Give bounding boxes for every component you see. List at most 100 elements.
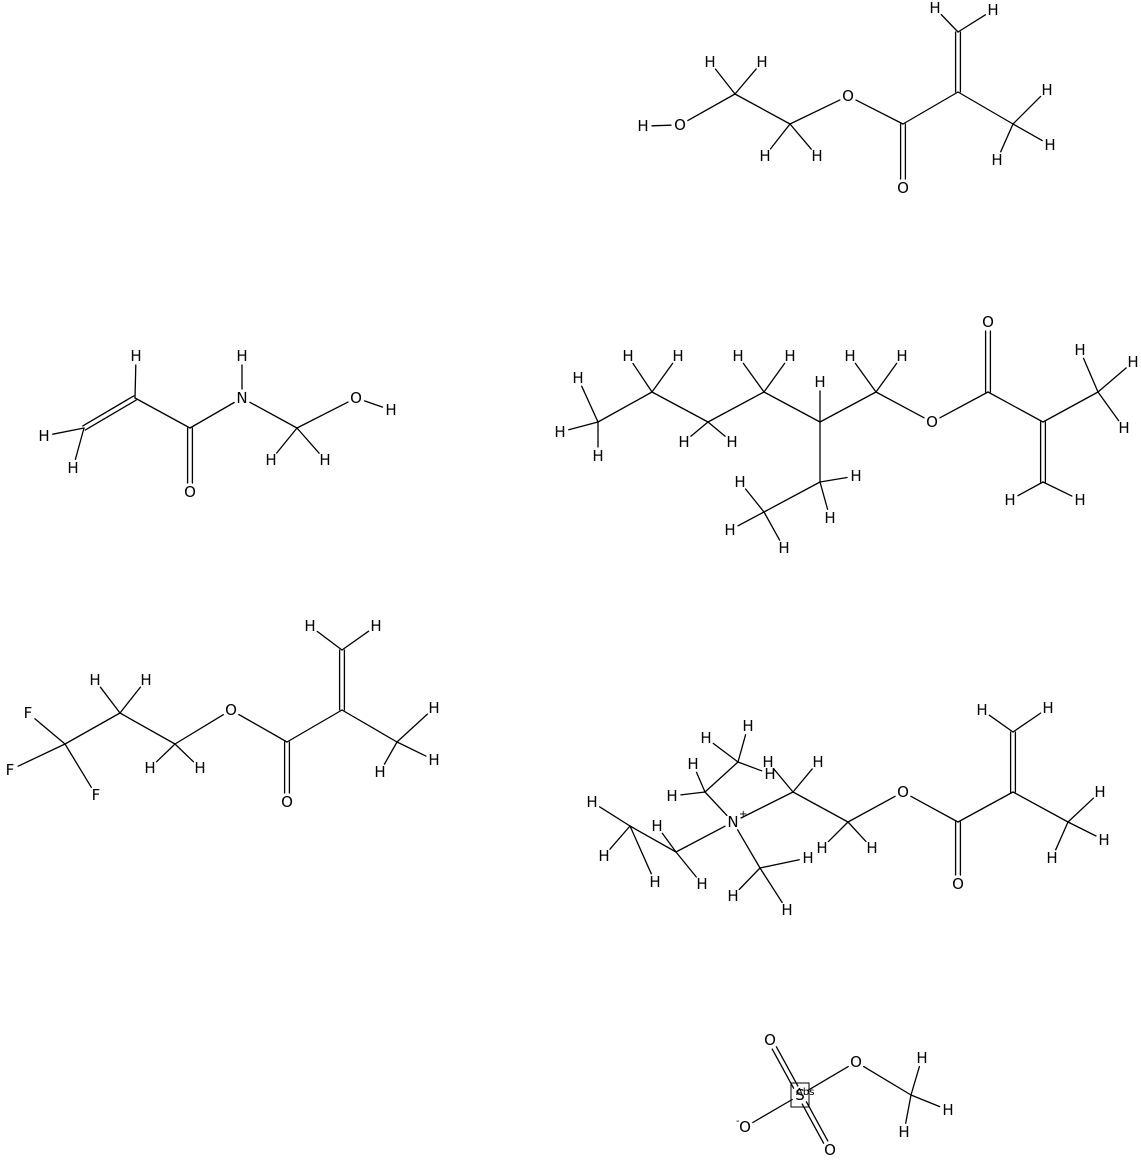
trifluoropropyl-methacrylate-atom-H6a: H xyxy=(304,617,315,635)
trifluoropropyl-methacrylate-atom-H3b: H xyxy=(194,759,205,777)
hydroxyethyl-methacrylate-bond-C6-H6a xyxy=(1012,95,1042,125)
methacryloyloxyethyl-diethylmethylammonium-bond-Ce-He2 xyxy=(759,867,783,904)
hydroxyethyl-methacrylate-atom-HO: H xyxy=(637,117,648,135)
methacryloyloxyethyl-diethylmethylammonium-atom-Hf2: H xyxy=(812,753,823,771)
trifluoropropyl-methacrylate-bond-C6-H6b xyxy=(341,630,370,651)
ethylhexyl-methacrylate-bond-C12-H12c xyxy=(763,511,781,541)
ethylhexyl-methacrylate-atom-H4b: H xyxy=(784,347,795,365)
trifluoropropyl-methacrylate-bond-C2-H2a xyxy=(99,686,121,714)
trifluoropropyl-methacrylate-atom-H6b: H xyxy=(370,617,381,635)
hydroxyethyl-methacrylate-bond-C2-H2b xyxy=(789,123,812,150)
hydroxyethyl-methacrylate-bond-C5-H5b xyxy=(957,14,987,33)
methyl-sulfate-bond-C1-H1b xyxy=(910,1094,941,1108)
ethylhexyl-methacrylate-atom-H12a: H xyxy=(724,521,735,539)
trifluoropropyl-methacrylate-bond-C7-H7c xyxy=(383,741,398,765)
ethylhexyl-methacrylate-atom-H3a: H xyxy=(678,433,689,451)
trifluoropropyl-methacrylate-bond-C3-H3a xyxy=(155,743,176,763)
methacryloyloxyethyl-diethylmethylammonium-atom-O1: O xyxy=(897,783,909,801)
methacryloyloxyethyl-diethylmethylammonium-atom-H10b: H xyxy=(1042,699,1053,717)
ethylhexyl-methacrylate-atom-H11b: H xyxy=(824,509,835,527)
methacryloyloxyethyl-diethylmethylammonium-bond-N1-Ce xyxy=(736,829,761,869)
methacryloyloxyethyl-diethylmethylammonium-atom-Hg1: H xyxy=(816,839,827,857)
methyl-sulfate-atom-O3: O xyxy=(739,1118,751,1136)
hydroxyethyl-methacrylate-bond-C6-H6b xyxy=(1012,123,1043,142)
methacryloyloxyethyl-diethylmethylammonium-bond-C10-H10b xyxy=(1012,712,1042,733)
methacryloyloxyethyl-diethylmethylammonium-bond-Cb-Hb3 xyxy=(737,761,763,772)
n-methylol-acrylamide-bond-C2-C3 xyxy=(134,397,191,429)
trifluoropropyl-methacrylate-bond-C5-C7 xyxy=(341,709,398,743)
methacryloyloxyethyl-diethylmethylammonium-bond-N1-Cc xyxy=(675,825,726,853)
methacryloyloxyethyl-diethylmethylammonium-atom-Hd3: H xyxy=(649,873,660,891)
trifluoropropyl-methacrylate-bond-C1-C2 xyxy=(64,712,121,745)
ethylhexyl-methacrylate-bond-C11-H11a xyxy=(819,476,848,483)
ethylhexyl-methacrylate-bond-C2-C3 xyxy=(651,391,709,423)
hydroxyethyl-methacrylate-atom-H5a: H xyxy=(929,0,940,17)
methacryloyloxyethyl-diethylmethylammonium-bond-Cd-Hd2 xyxy=(609,825,631,850)
methacryloyloxyethyl-diethylmethylammonium-bond-Cg-Hg1 xyxy=(827,821,849,843)
methacryloyloxyethyl-diethylmethylammonium-atom-Hb1: H xyxy=(700,729,711,747)
ethylhexyl-methacrylate-atom-H10c: H xyxy=(1118,419,1129,437)
ethylhexyl-methacrylate-bond-C12-H12b xyxy=(744,488,765,513)
methacryloyloxyethyl-diethylmethylammonium-atom-H11b: H xyxy=(1098,831,1109,849)
methacryloyloxyethyl-diethylmethylammonium-bond-Cf-Hf2 xyxy=(792,768,813,793)
methacryloyloxyethyl-diethylmethylammonium-atom-He3: H xyxy=(802,849,813,867)
methacryloyloxyethyl-diethylmethylammonium-atom-Hd1: H xyxy=(586,793,597,811)
ethylhexyl-methacrylate-bond-C1-H1a xyxy=(581,385,599,423)
ethylhexyl-methacrylate-bond-O1-C7 xyxy=(939,391,989,419)
methyl-sulfate-atom-O2: O xyxy=(824,1141,836,1159)
trifluoropropyl-methacrylate-bond-C7-H7b xyxy=(396,741,427,757)
methacryloyloxyethyl-diethylmethylammonium-atom-Ha2: H xyxy=(687,755,698,773)
ethylhexyl-methacrylate-atom-H9a: H xyxy=(1004,491,1015,509)
ethylhexyl-methacrylate-atom-H4a: H xyxy=(732,347,743,365)
trifluoropropyl-methacrylate-bond-O1-C4 xyxy=(238,713,288,743)
methacryloyloxyethyl-diethylmethylammonium-bond-C11-H11c xyxy=(1055,821,1069,851)
methyl-sulfate-atom-H1b: H xyxy=(942,1101,953,1119)
methacryloyloxyethyl-diethylmethylammonium-bond-Cg-O1 xyxy=(847,795,896,823)
trifluoropropyl-methacrylate-atom-H7c: H xyxy=(374,763,385,781)
methacryloyloxyethyl-diethylmethylammonium-bond-C8-C9 xyxy=(957,791,1014,823)
hydroxyethyl-methacrylate-bond-C1-H1a xyxy=(714,68,736,95)
methacryloyloxyethyl-diethylmethylammonium-bond-C11-H11b xyxy=(1067,821,1097,837)
methacryloyloxyethyl-diethylmethylammonium-atom-Hb2: H xyxy=(742,717,753,735)
ethylhexyl-methacrylate-bond-C3-C4 xyxy=(707,391,765,423)
n-methylol-acrylamide-atom-HO: H xyxy=(385,401,396,419)
methyl-sulfate-bond-S1-O1-line1 xyxy=(771,1048,795,1089)
methacryloyloxyethyl-diethylmethylammonium-bond-Ce-He3 xyxy=(759,859,800,869)
hydroxyethyl-methacrylate-atom-H1a: H xyxy=(704,53,715,71)
n-methylol-acrylamide-atom-H3: H xyxy=(130,347,141,365)
ethylhexyl-methacrylate-bond-C8-C10 xyxy=(1042,391,1099,423)
ethylhexyl-methacrylate-bond-C2-H2b xyxy=(651,362,674,393)
ethylhexyl-methacrylate-bond-C9-H9b xyxy=(1042,481,1073,497)
ethylhexyl-methacrylate-bond-C12-H12a xyxy=(737,511,765,527)
ethylhexyl-methacrylate-bond-C1-H1b xyxy=(568,421,599,431)
trifluoropropyl-methacrylate-atom-H7b: H xyxy=(428,751,439,769)
n-methylol-acrylamide-bond-C4-O2 xyxy=(296,401,349,429)
ethylhexyl-methacrylate-bond-C10-H10a xyxy=(1082,357,1099,393)
hydroxyethyl-methacrylate-bond-C6-H6c xyxy=(1000,123,1014,153)
hydroxyethyl-methacrylate-atom-H6a: H xyxy=(1041,81,1052,99)
n-methylol-acrylamide-atom-O1: O xyxy=(184,483,196,501)
hydroxyethyl-methacrylate-atom-H2b: H xyxy=(811,147,822,165)
methacryloyloxyethyl-diethylmethylammonium-bond-Ce-He1 xyxy=(738,867,761,891)
methacryloyloxyethyl-diethylmethylammonium-bond-O1-C8 xyxy=(910,795,959,823)
hydroxyethyl-methacrylate-bond-C2-O2 xyxy=(789,99,841,125)
methyl-sulfate-stereo-abs-box xyxy=(790,1082,810,1108)
hydroxyethyl-methacrylate-bond-C5-H5a xyxy=(940,13,959,33)
ethylhexyl-methacrylate-atom-H11a: H xyxy=(850,467,861,485)
methacryloyloxyethyl-diethylmethylammonium-bond-Cc-Hc2 xyxy=(675,851,697,878)
methacryloyloxyethyl-diethylmethylammonium-atom-Ha1: H xyxy=(666,787,677,805)
methyl-sulfate-bond-O4-C1 xyxy=(863,1065,912,1096)
n-methylol-acrylamide-bond-C4-H4b xyxy=(296,427,320,454)
methacryloyloxyethyl-diethylmethylammonium-atom-H11a: H xyxy=(1094,783,1105,801)
methacryloyloxyethyl-diethylmethylammonium-bond-Cf-Hf1 xyxy=(773,768,794,793)
ethylhexyl-methacrylate-bond-C10-H10b xyxy=(1097,367,1127,393)
methacryloyloxyethyl-diethylmethylammonium-atom-H10a: H xyxy=(976,701,987,719)
methacryloyloxyethyl-diethylmethylammonium-atom-N1: N xyxy=(727,813,738,831)
trifluoropropyl-methacrylate-bond-F3-C1 xyxy=(64,743,92,788)
n-methylol-acrylamide-bond-C3-N1 xyxy=(189,401,235,429)
methyl-sulfate-atom-O1: O xyxy=(764,1031,776,1049)
hydroxyethyl-methacrylate-bond-HO-O1 xyxy=(651,124,672,127)
ethylhexyl-methacrylate-atom-H12b: H xyxy=(734,473,745,491)
methyl-sulfate-stereo-abs-label: Abs xyxy=(796,1087,814,1098)
